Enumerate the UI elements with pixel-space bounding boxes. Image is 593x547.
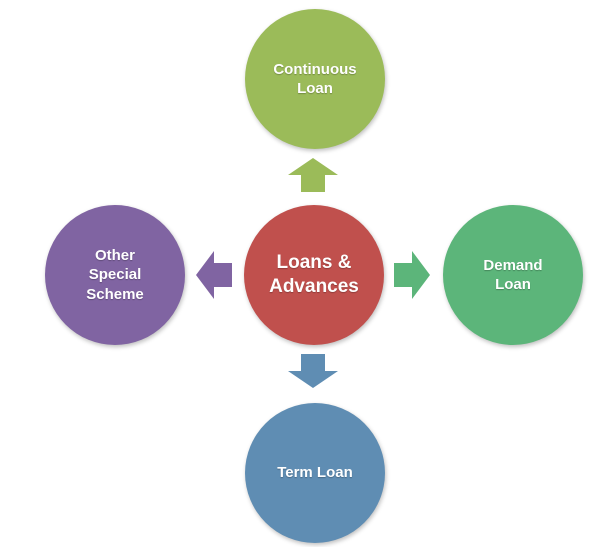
loans-advances-node: Loans & Advances xyxy=(244,205,384,345)
continuous-loan-label: Continuous Loan xyxy=(273,60,357,98)
arrow-left-icon xyxy=(196,251,232,299)
other-special-scheme-node: Other Special Scheme xyxy=(45,205,185,345)
loans-advances-label: Loans & Advances xyxy=(269,252,359,297)
arrow-down-icon xyxy=(288,354,338,388)
arrow-up-icon xyxy=(288,158,338,192)
other-special-scheme-label: Other Special Scheme xyxy=(86,246,144,303)
arrow-right-icon xyxy=(394,251,430,299)
continuous-loan-node: Continuous Loan xyxy=(245,9,385,149)
term-loan-node: Term Loan xyxy=(245,403,385,543)
demand-loan-label: Demand Loan xyxy=(483,256,543,294)
term-loan-label: Term Loan xyxy=(277,464,353,482)
demand-loan-node: Demand Loan xyxy=(443,205,583,345)
